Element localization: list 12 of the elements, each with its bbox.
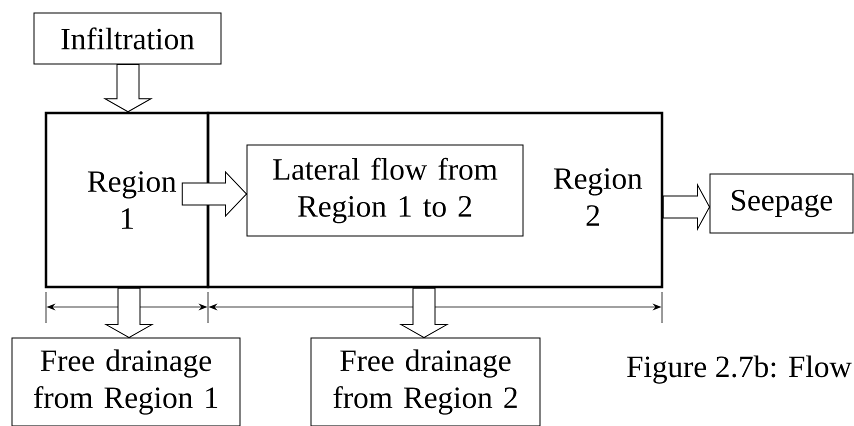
process-box: Infiltration	[34, 12, 222, 64]
process-box: Free drainage from Region 1	[12, 338, 240, 426]
region-box: Region 1	[44, 112, 210, 288]
arrow	[399, 288, 449, 338]
arrow	[104, 288, 154, 338]
arrow	[182, 170, 248, 218]
process-box: Lateral flow from Region 1 to 2	[246, 144, 524, 236]
process-box: Seepage	[710, 174, 854, 234]
process-box: Free drainage from Region 2	[310, 338, 540, 426]
caption: Figure 2.7b: Flow	[627, 355, 852, 384]
arrow	[662, 183, 710, 231]
arrow	[103, 64, 153, 112]
